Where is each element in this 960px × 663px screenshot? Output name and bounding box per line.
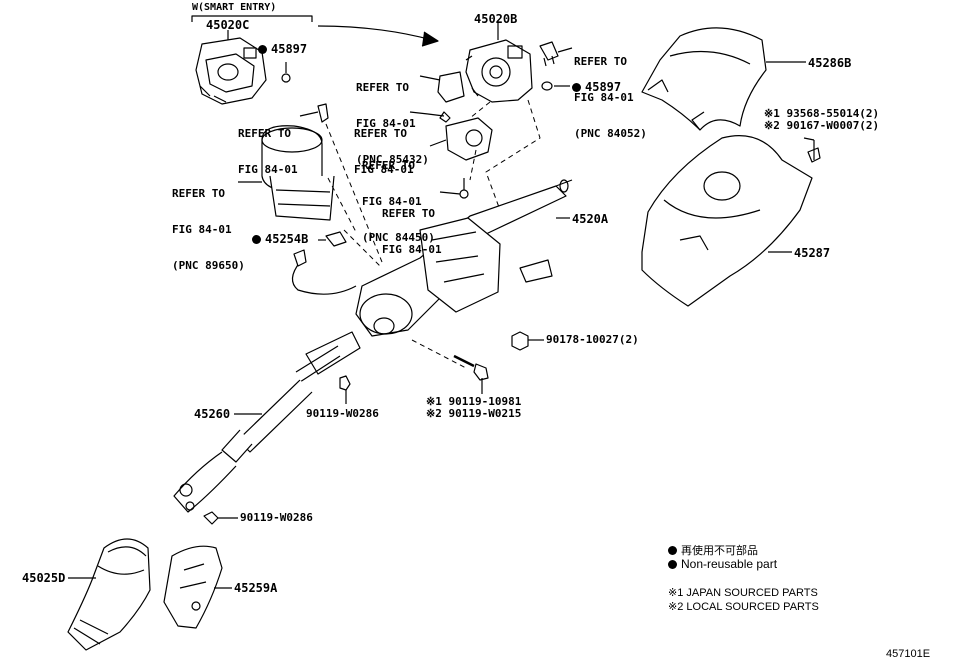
non-reusable-dot-icon: [668, 560, 677, 569]
part-number-90167[interactable]: ※2 90167-W0007(2): [764, 119, 880, 132]
part-number-45254B[interactable]: 45254B: [252, 232, 308, 246]
arrow-line: [317, 25, 433, 41]
refer-to-pnc-89650[interactable]: REFER TO FIG 84-01 (PNC 89650): [172, 187, 245, 272]
part-number-45020B[interactable]: 45020B: [474, 12, 518, 26]
ignition-housing-drawing: [465, 39, 533, 103]
steering-module-drawing: [261, 125, 335, 221]
smart-entry-label: W(SMART ENTRY): [192, 2, 277, 13]
part-number-93568[interactable]: ※1 93568-55014(2): [764, 107, 880, 120]
part-number-90119-w0215[interactable]: ※2 90119-W0215: [426, 407, 522, 420]
part-number-45259A[interactable]: 45259A: [234, 581, 278, 595]
upper-column-cover-drawing: [641, 27, 767, 131]
refer-to-pnc-85432[interactable]: REFER TO FIG 84-01 (PNC 85432): [356, 81, 429, 166]
part-number-90119-10981[interactable]: ※1 90119-10981: [426, 395, 522, 408]
part-number-90119-w0286-upper[interactable]: 90119-W0286: [306, 407, 379, 420]
legend-non-reusable-jp: 再使用不可部品: [668, 542, 758, 558]
intermediate-shaft-drawing: [173, 331, 361, 513]
refer-to-fig-c[interactable]: REFER TO FIG 84-01: [382, 207, 442, 256]
ignition-housing-smart-drawing: [195, 37, 267, 105]
refer-to-fig-b[interactable]: REFER TO FIG 84-01: [354, 127, 414, 176]
pin-45897-drawing: [281, 73, 291, 83]
refer-to-pnc-84052[interactable]: REFER TO FIG 84-01 (PNC 84052): [574, 55, 647, 140]
non-reusable-dot-icon: [258, 45, 267, 54]
legend-note-2: ※2 LOCAL SOURCED PARTS: [668, 601, 819, 613]
part-number-45287[interactable]: 45287: [794, 246, 831, 260]
part-number-45020C[interactable]: 45020C: [206, 18, 250, 32]
part-number-90178[interactable]: 90178-10027(2): [546, 333, 639, 346]
smart-entry-bracket: [191, 15, 313, 22]
part-number-45286B[interactable]: 45286B: [808, 56, 852, 70]
arrow-head-icon: [421, 31, 439, 47]
part-number-45025D[interactable]: 45025D: [22, 571, 66, 585]
lower-column-cover-drawing: [641, 135, 813, 307]
column-hole-boot-drawing: [67, 538, 151, 651]
legend-note-1: ※1 JAPAN SOURCED PARTS: [668, 587, 818, 599]
wire-harness-drawing: [291, 261, 357, 295]
figure-code: 457101E: [886, 648, 931, 660]
legend-non-reusable-en: Non-reusable part: [668, 557, 777, 571]
non-reusable-dot-icon: [572, 83, 581, 92]
part-number-4520A[interactable]: 4520A: [572, 212, 609, 226]
column-bracket-drawing: [163, 545, 223, 629]
non-reusable-dot-icon: [668, 546, 677, 555]
non-reusable-dot-icon: [252, 235, 261, 244]
part-number-45897-b[interactable]: 45897: [572, 80, 621, 94]
refer-to-pnc-84450[interactable]: REFER TO FIG 84-01 (PNC 84450): [362, 159, 435, 244]
part-number-90119-w0286-lower[interactable]: 90119-W0286: [240, 511, 313, 524]
refer-to-fig-a[interactable]: REFER TO FIG 84-01: [238, 127, 298, 176]
part-number-45260[interactable]: 45260: [194, 407, 231, 421]
pin-45897b-drawing: [541, 81, 553, 91]
steering-column-assembly-drawing: [355, 179, 573, 337]
part-number-45897-a[interactable]: 45897: [258, 42, 307, 56]
